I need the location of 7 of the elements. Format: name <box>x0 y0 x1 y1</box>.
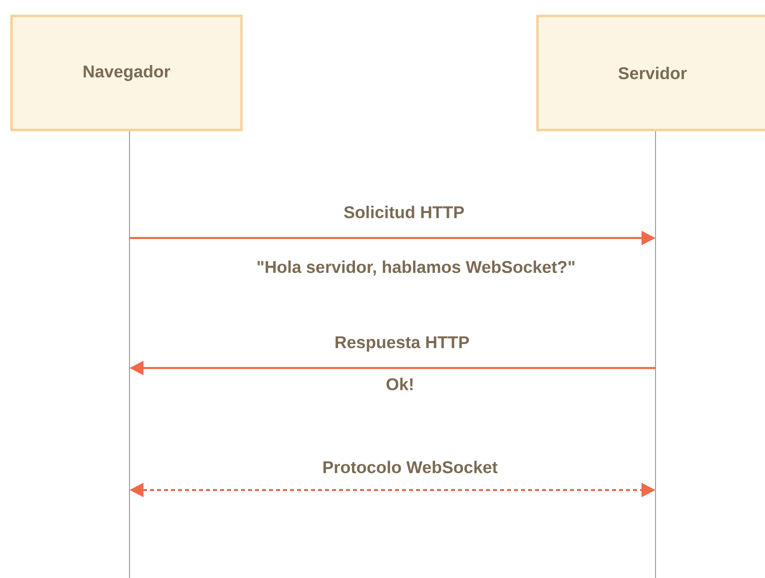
edge-label: Respuesta HTTP <box>336 336 469 352</box>
edge-label: Protocolo WebSocket <box>323 460 498 474</box>
participant-box: Servidor <box>536 14 765 132</box>
participant-box: Navegador <box>10 14 243 132</box>
message-text: "Hola servidor, hablamos WebSocket?" <box>258 260 574 276</box>
edge-label: Solicitud HTTP <box>344 206 464 218</box>
message-text: Ok! <box>386 378 413 390</box>
